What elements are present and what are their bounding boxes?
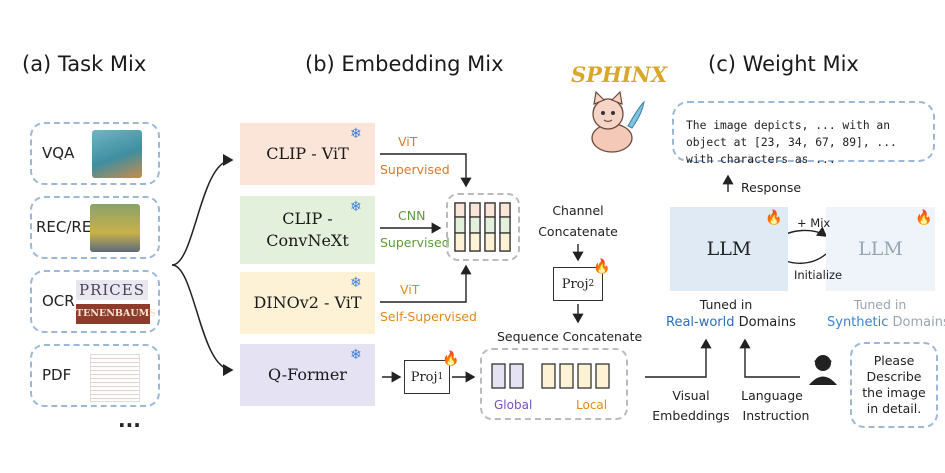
rec-street-image: [90, 204, 140, 252]
task-mix-title: (a) Task Mix: [22, 52, 147, 76]
encoder-clip-convnext: CLIP - ConvNeXt: [240, 196, 375, 264]
llm-label: LLM: [706, 238, 752, 260]
encoder-qformer-label: Q-Former: [268, 365, 347, 385]
task-pdf-label: PDF: [42, 366, 72, 384]
embeddings-label: Embeddings: [652, 408, 730, 423]
frozen-snowflake-icon: ❄: [350, 347, 362, 363]
global-label: Global: [494, 398, 533, 412]
encoder-dinov2-vit: DINOv2 - ViT: [240, 272, 375, 334]
cnn-label: CNN: [398, 208, 426, 223]
vit-label-2: ViT: [400, 282, 420, 297]
encoder-clip-convnext-line2: ConvNeXt: [266, 231, 349, 250]
visual-label: Visual: [672, 388, 710, 403]
task-pdf: PDF: [30, 344, 160, 407]
proj1-label: Proj: [410, 369, 438, 385]
local-label: Local: [576, 398, 608, 412]
real-world-text: Real-world: [666, 315, 735, 330]
llm-synthetic-box: LLM: [826, 207, 935, 291]
task-vqa: VQA: [30, 122, 160, 185]
mix-label: + Mix: [797, 216, 831, 230]
domains-text-2: Domains: [892, 315, 945, 330]
ocr-prices-image: PRICES: [76, 280, 148, 300]
trainable-fire-icon: 🔥: [593, 259, 611, 275]
frozen-snowflake-icon: ❄: [350, 275, 362, 291]
encoder-clip-convnext-line1: CLIP -: [282, 209, 333, 229]
supervised-label-1: Supervised: [380, 162, 450, 177]
trainable-fire-icon: 🔥: [915, 210, 933, 226]
channel-label: Channel: [552, 203, 604, 218]
synthetic-domains-label: Synthetic Domains: [827, 315, 945, 330]
sequence-token-box: Global Local: [480, 348, 628, 420]
concatenate-label: Concatenate: [538, 224, 618, 239]
task-rec-reg: REC/REG: [30, 196, 160, 259]
trainable-fire-icon: 🔥: [765, 210, 783, 226]
initialize-label: Initialize: [794, 268, 843, 282]
tuned-in-label-2: Tuned in: [853, 297, 907, 312]
trainable-fire-icon: 🔥: [442, 351, 460, 367]
encoder-clip-vit-label: CLIP - ViT: [266, 144, 349, 164]
supervised-label-2: Supervised: [380, 235, 450, 250]
user-prompt-text: Please Describe the image in detail.: [862, 353, 926, 416]
vqa-dog-image: [92, 130, 142, 178]
proj2-label: Proj: [561, 276, 589, 292]
task-vqa-label: VQA: [42, 144, 75, 162]
vit-label-1: ViT: [398, 134, 418, 149]
pdf-document-image: [90, 354, 140, 402]
sphinx-logo: SPHINX: [571, 62, 668, 87]
tuned-in-label: Tuned in: [699, 297, 753, 312]
embedding-mix-title: (b) Embedding Mix: [305, 52, 504, 76]
weight-mix-title: (c) Weight Mix: [708, 52, 859, 76]
response-bubble: The image depicts, ... with an object at…: [672, 101, 935, 166]
proj2-subscript: 2: [588, 279, 595, 289]
domains-text: Domains: [738, 315, 796, 330]
task-ocr: OCR PRICES TENENBAUMS: [30, 270, 160, 333]
channel-token-grid: [446, 193, 520, 261]
user-prompt-bubble: Please Describe the image in detail.: [850, 342, 938, 428]
sequence-concatenate-label: Sequence Concatenate: [497, 329, 643, 344]
sphinx-mascot-image: [591, 90, 645, 153]
self-supervised-label: Self-Supervised: [380, 309, 477, 324]
llm-synthetic-label: LLM: [858, 238, 903, 260]
proj1-subscript: 1: [437, 372, 444, 382]
llm-real-world-box: LLM: [670, 207, 788, 291]
encoder-qformer: Q-Former: [240, 344, 375, 406]
encoder-clip-vit: CLIP - ViT: [240, 123, 375, 185]
task-rec-label: REC/REG: [36, 218, 103, 236]
ocr-tenenbaums-image: TENENBAUMS: [76, 304, 156, 324]
language-label: Language: [741, 388, 803, 403]
frozen-snowflake-icon: ❄: [350, 126, 362, 142]
real-world-domains-label: Real-world Domains: [666, 315, 796, 330]
frozen-snowflake-icon: ❄: [350, 199, 362, 215]
encoder-dinov2-label: DINOv2 - ViT: [253, 293, 362, 313]
token-columns: [454, 202, 511, 252]
task-ocr-label: OCR: [42, 292, 75, 310]
user-icon: [809, 355, 837, 385]
more-tasks-ellipsis: ...: [118, 408, 141, 432]
instruction-label: Instruction: [742, 408, 810, 423]
synthetic-text: Synthetic: [827, 315, 889, 330]
response-text: The image depicts, ... with an object at…: [686, 119, 897, 166]
response-label: Response: [741, 180, 802, 195]
